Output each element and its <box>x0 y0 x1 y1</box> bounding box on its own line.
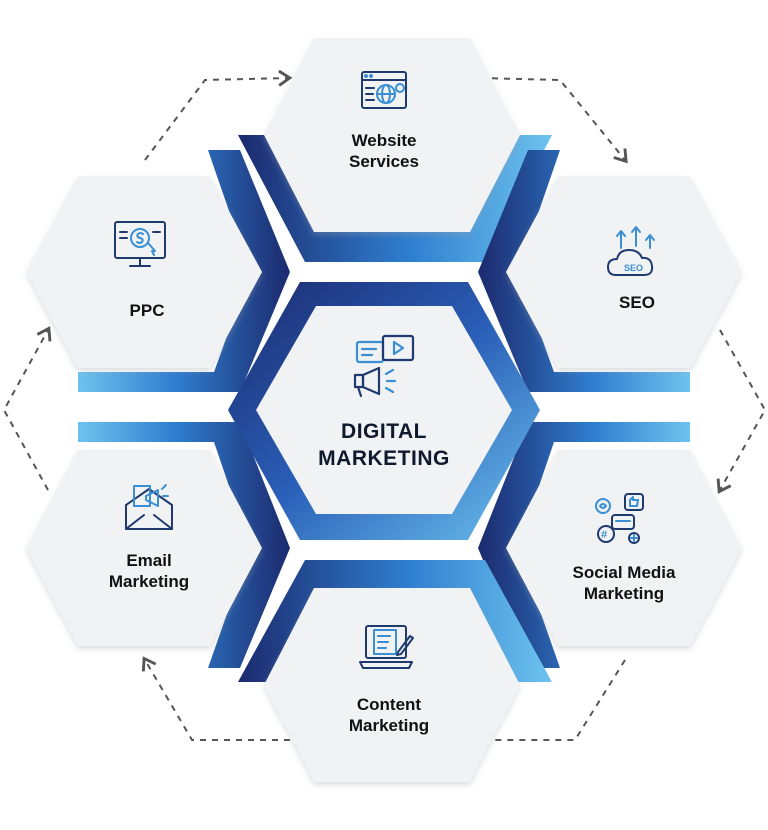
svg-text:#: # <box>601 529 607 541</box>
node-label-seo: SEO <box>619 293 655 312</box>
band-email <box>78 422 290 668</box>
node-label-ppc: PPC <box>129 301 165 320</box>
arrow-ppc-to-website <box>144 69 293 161</box>
arrow-email-to-ppc <box>2 326 52 491</box>
node-label-social: Social Media Marketing <box>572 563 676 603</box>
arrow-social-to-content <box>473 659 626 749</box>
node-label-website: Website Services <box>349 131 419 171</box>
chat-video-megaphone-icon <box>353 334 415 398</box>
band-social <box>478 422 690 668</box>
center-title: DIGITAL MARKETING <box>318 420 450 470</box>
social-media-bubbles-icon: # <box>595 493 644 544</box>
center-hexagon <box>228 282 540 540</box>
envelope-megaphone-icon <box>125 484 173 530</box>
monitor-dollar-cursor-icon <box>114 221 166 267</box>
center-hex-face <box>256 306 512 514</box>
flow-arrows <box>2 69 767 749</box>
node-label-email: Email Marketing <box>108 551 190 591</box>
svg-text:SEO: SEO <box>624 263 643 273</box>
hex-social <box>506 450 742 646</box>
outer-hexagons <box>26 38 742 782</box>
web-globe-gear-icon <box>361 71 407 109</box>
arrow-website-to-seo <box>479 77 628 164</box>
arrow-content-to-email <box>141 656 290 741</box>
node-label-content: Content Marketing <box>348 695 430 735</box>
band-seo <box>478 150 690 392</box>
band-ppc <box>78 150 290 392</box>
hex-seo <box>506 176 742 368</box>
hex-email <box>26 450 262 646</box>
hex-content <box>264 588 520 782</box>
laptop-document-pen-icon <box>359 625 414 669</box>
hex-ppc <box>26 176 262 368</box>
seo-cloud-arrows-icon: SEO <box>607 226 655 276</box>
hex-website <box>264 38 520 232</box>
arrow-seo-to-social <box>716 329 767 494</box>
